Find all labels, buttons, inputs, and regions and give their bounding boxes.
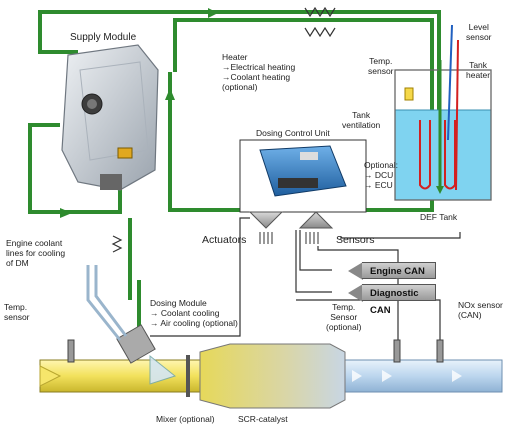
nox-sensor-label: NOx sensor (CAN) — [458, 300, 503, 320]
level-sensor-label: Level sensor — [466, 22, 492, 42]
scr-catalyst-label: SCR-catalyst — [238, 414, 288, 424]
tank-ventilation-label: Tank ventilation — [342, 110, 381, 130]
sensors-label: Sensors — [336, 234, 375, 246]
sensors-arrow — [298, 211, 334, 229]
supply-module-image — [61, 44, 159, 191]
heater-label: Heater →Electrical heating →Coolant heat… — [222, 52, 296, 92]
flow-arrow — [208, 8, 218, 18]
exhaust-pipe — [39, 343, 503, 409]
actuators-label: Actuators — [202, 234, 247, 246]
coolant-lines — [86, 265, 128, 341]
signal-lines — [259, 232, 319, 244]
engine-coolant-label: Engine coolant lines for cooling of DM — [6, 238, 66, 268]
def-tank-label: DEF Tank — [420, 212, 458, 222]
dcu-box — [239, 139, 367, 213]
heater-coil — [111, 6, 336, 253]
dosing-module-label: Dosing Module → Coolant cooling → Air co… — [150, 298, 238, 328]
flow-arrow — [60, 208, 72, 218]
sensor-probes — [67, 339, 444, 363]
temp-sensor-optional-label: Temp. Sensor (optional) — [326, 302, 362, 332]
supply-module-label: Supply Module — [70, 32, 137, 43]
diagnostic-can-tag: Diagnostic CAN — [348, 284, 436, 316]
tank-heater-label: Tank heater — [466, 60, 491, 80]
actuators-arrow — [248, 211, 284, 229]
def-tank — [394, 24, 492, 201]
engine-can-tag: Engine CAN — [348, 262, 436, 280]
temp-sensor-left-label: Temp. sensor — [4, 302, 30, 322]
optional-controller-label: Optional: → DCU → ECU — [364, 160, 399, 190]
mixer-label: Mixer (optional) — [156, 414, 215, 424]
tank-temp-sensor-label: Temp. sensor — [368, 56, 394, 76]
dcu-title: Dosing Control Unit — [256, 128, 330, 138]
flow-arrow — [165, 88, 175, 100]
